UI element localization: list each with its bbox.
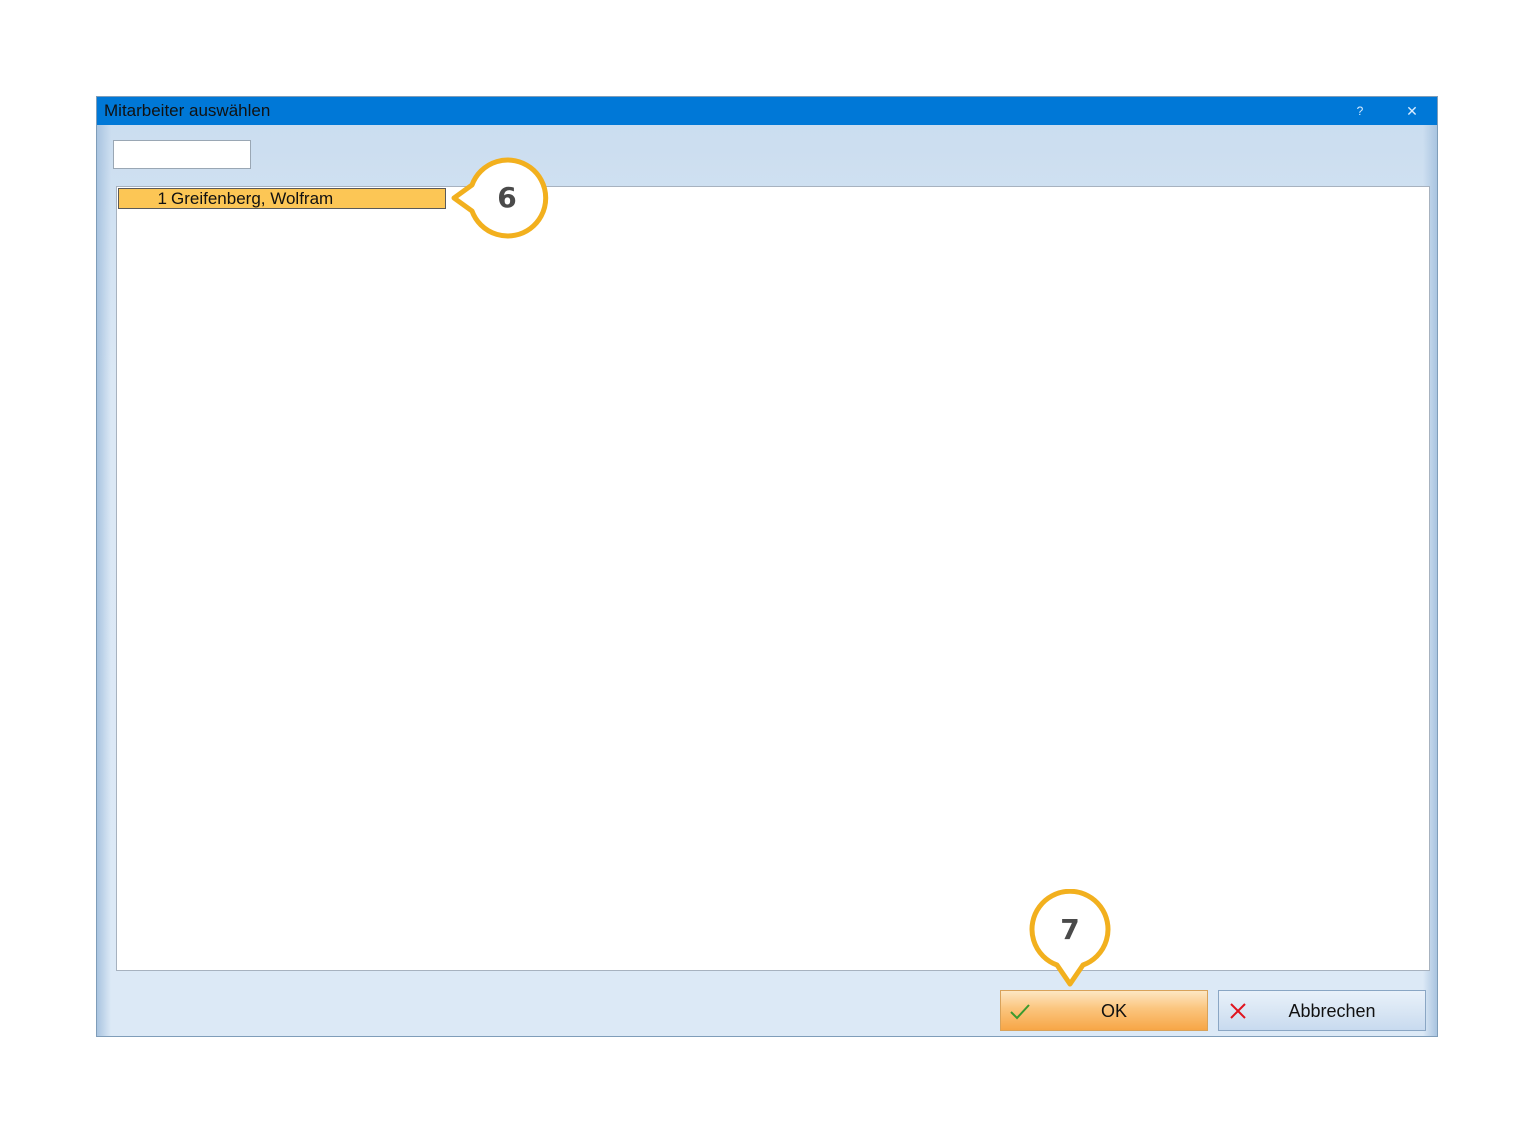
employee-name: Greifenberg, Wolfram bbox=[171, 189, 334, 208]
callout-badge-7: 7 bbox=[1027, 889, 1113, 989]
cancel-button[interactable]: Abbrechen bbox=[1218, 990, 1426, 1031]
employee-number: 1 bbox=[157, 189, 167, 208]
callout-badge-6: 6 bbox=[448, 155, 550, 241]
title-bar[interactable]: Mitarbeiter auswählen ? ✕ bbox=[97, 97, 1437, 125]
employee-list[interactable]: 1 Greifenberg, Wolfram bbox=[116, 186, 1430, 971]
callout-number-7: 7 bbox=[1060, 913, 1080, 946]
cancel-x-icon bbox=[1230, 1003, 1246, 1019]
ok-button[interactable]: OK bbox=[1000, 990, 1208, 1031]
callout-bubble-icon bbox=[1029, 889, 1111, 987]
list-item-selected[interactable]: 1 Greifenberg, Wolfram bbox=[118, 188, 446, 209]
help-button[interactable]: ? bbox=[1337, 97, 1383, 125]
close-icon: ✕ bbox=[1406, 103, 1418, 119]
employee-select-dialog: Mitarbeiter auswählen ? ✕ 1 Greifenberg,… bbox=[96, 96, 1438, 1037]
dialog-title: Mitarbeiter auswählen bbox=[104, 101, 271, 120]
checkmark-icon bbox=[1010, 1004, 1030, 1020]
help-icon: ? bbox=[1356, 104, 1364, 118]
callout-number-6: 6 bbox=[497, 181, 517, 214]
callout-bubble-icon bbox=[451, 157, 549, 239]
close-button[interactable]: ✕ bbox=[1389, 97, 1435, 125]
search-input[interactable] bbox=[113, 140, 251, 169]
ok-label: OK bbox=[1100, 1001, 1127, 1021]
cancel-label: Abbrechen bbox=[1288, 1001, 1376, 1021]
